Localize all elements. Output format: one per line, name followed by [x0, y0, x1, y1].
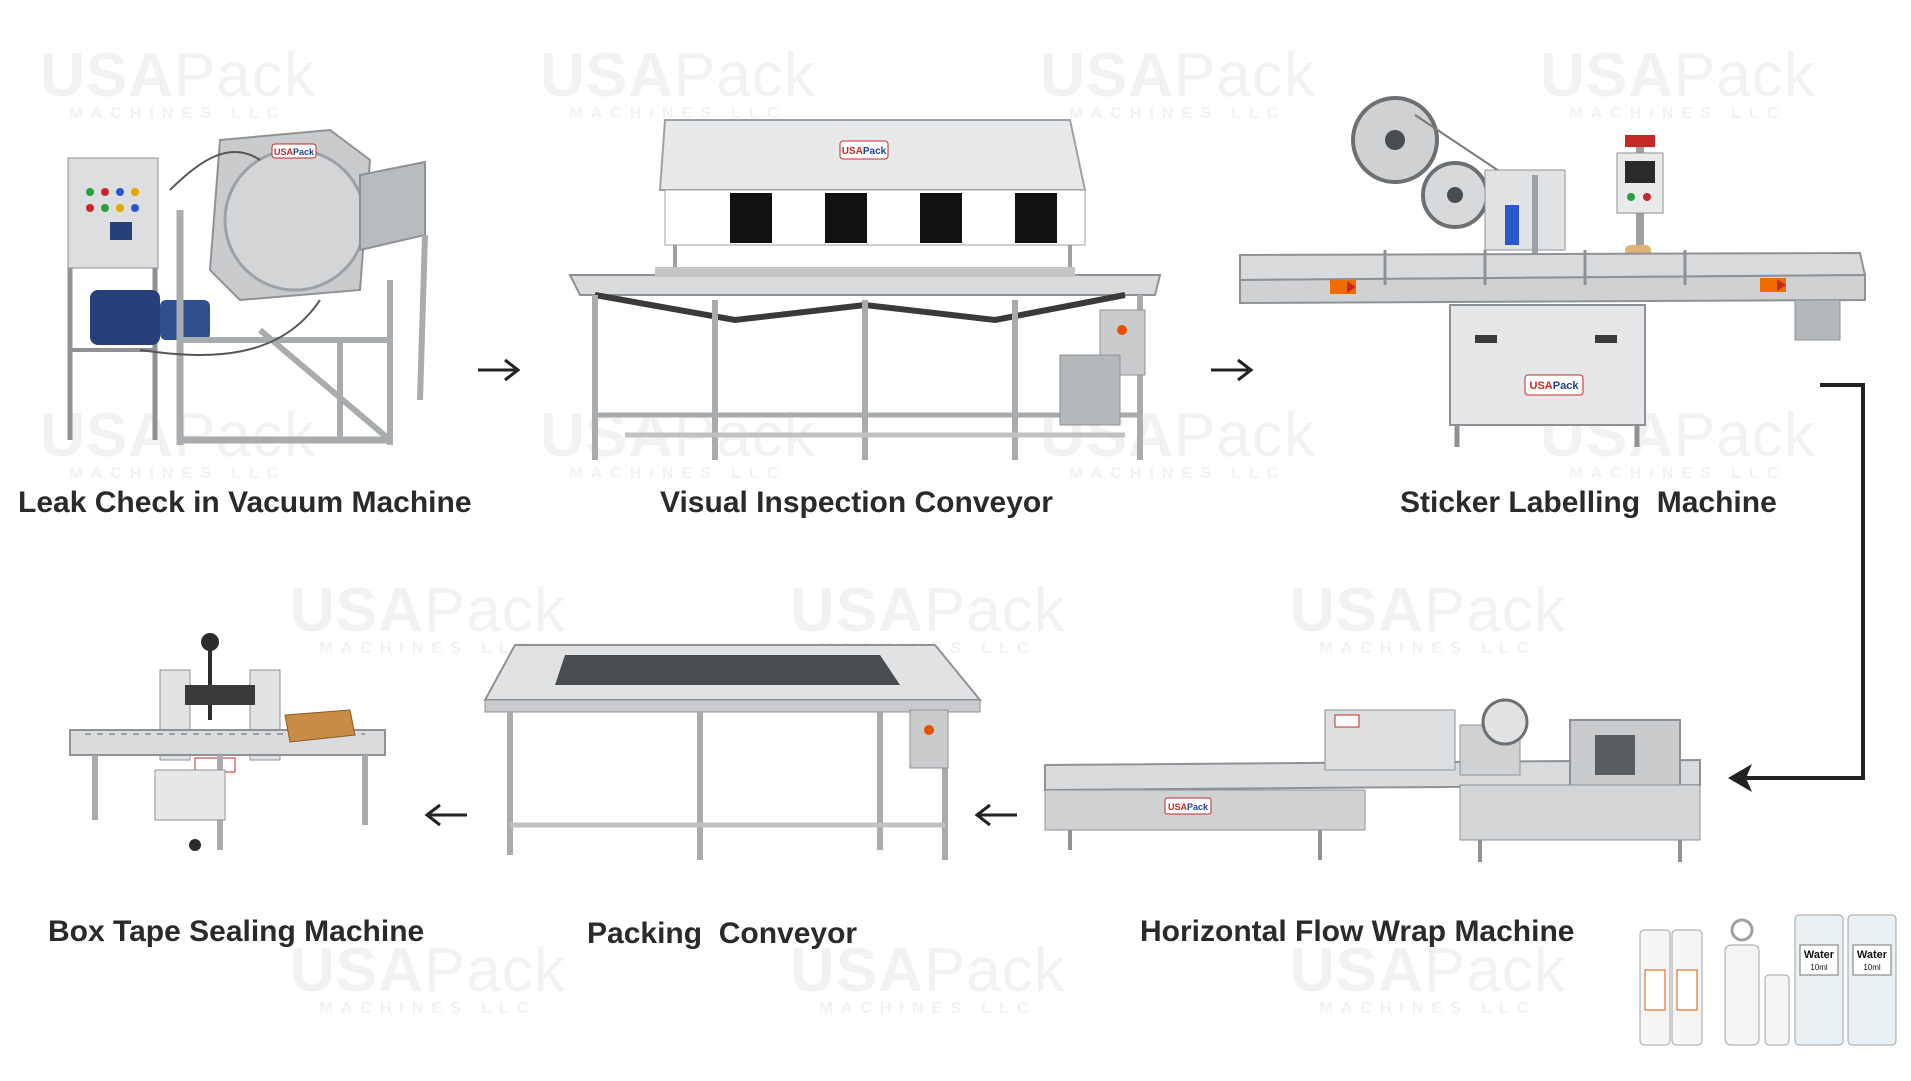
label-box-tape-sealing: Box Tape Sealing Machine — [48, 915, 425, 948]
volume-label: 10ml — [1810, 963, 1828, 972]
sticker-labelling-machine-illustration: USAPack — [1239, 96, 1867, 447]
visual-inspection-conveyor-illustration: USAPack — [568, 119, 1162, 460]
arrow-connector-down — [1728, 383, 1865, 792]
label-leak-check: Leak Check in Vacuum Machine — [18, 486, 472, 519]
svg-text:USAPack: USAPack — [274, 147, 315, 157]
svg-text:USAPack: USAPack — [842, 146, 887, 157]
label-visual-inspection: Visual Inspection Conveyor — [660, 486, 1053, 519]
product-samples-illustration: Water 10ml Water 10ml — [1639, 914, 1897, 1046]
arrow-right-2 — [1211, 358, 1254, 382]
stage-visual-inspection: USAPack — [565, 115, 1165, 465]
stage-box-tape-sealing — [65, 630, 405, 860]
label-sticker-labelling: Sticker Labelling Machine — [1400, 486, 1777, 519]
stage-flow-wrap: USAPack USAPack — [1040, 690, 1720, 870]
flow-wrap-machine-illustration: USAPack USAPack — [1044, 698, 1701, 862]
arrow-left-2 — [424, 803, 467, 827]
vacuum-machine-illustration: USAPack — [50, 107, 428, 445]
water-label: Water — [1804, 949, 1835, 961]
volume-label: 10ml — [1863, 963, 1881, 972]
stage-sticker-labelling: USAPack — [1235, 75, 1875, 465]
box-tape-sealing-machine-illustration — [69, 633, 386, 851]
arrow-right-1 — [478, 358, 521, 382]
water-label: Water — [1857, 949, 1888, 961]
packing-conveyor-illustration — [483, 644, 983, 860]
label-flow-wrap: Horizontal Flow Wrap Machine — [1140, 915, 1575, 948]
svg-text:USAPack: USAPack — [1530, 380, 1580, 392]
stage-leak-check: USAPack — [50, 100, 500, 450]
label-packing-conveyor: Packing Conveyor — [587, 917, 858, 950]
svg-text:USAPack: USAPack — [1168, 802, 1209, 812]
arrow-left-1 — [974, 803, 1017, 827]
product-samples: Water 10ml Water 10ml — [1620, 905, 1905, 1050]
stage-packing-conveyor — [480, 640, 985, 870]
